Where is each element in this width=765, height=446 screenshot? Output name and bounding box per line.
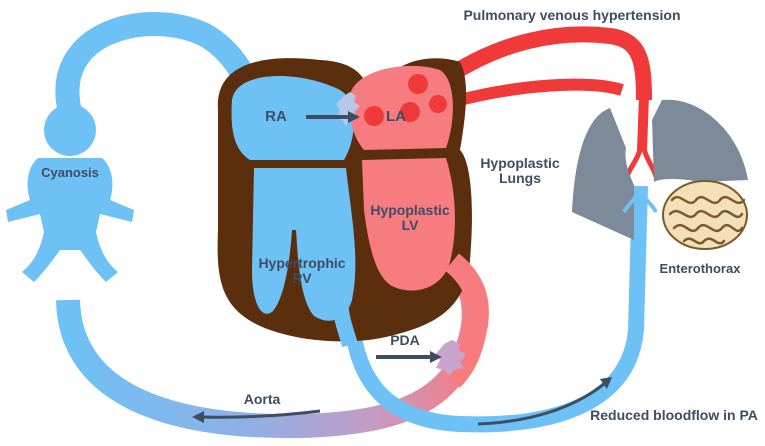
- enterothorax-intestines: [662, 180, 748, 250]
- label-reduced-bloodflow-pa: Reduced bloodflow in PA: [590, 407, 758, 423]
- left-lung: [572, 108, 634, 240]
- label-cyanosis: Cyanosis: [41, 165, 99, 180]
- rv-outflow: [332, 295, 358, 348]
- label-hypoplastic-lungs: Hypoplastic Lungs: [480, 155, 560, 186]
- infant-icon: [6, 104, 134, 282]
- label-pulmonary-venous-hypertension: Pulmonary venous hypertension: [463, 7, 681, 23]
- left-ventricle: [362, 158, 455, 291]
- pulmonary-artery-branch-right: [638, 189, 658, 213]
- pulmonary-artery-vessel: [342, 185, 648, 433]
- aorta-flow-arrow: [192, 409, 321, 423]
- heart: [217, 58, 472, 342]
- shunt-arrow-ra-la: [306, 111, 360, 123]
- label-hypertrophic-rv: Hypertrophic RV: [258, 255, 346, 286]
- right-atrium: [231, 76, 354, 160]
- pulmonary-vein-lower: [450, 78, 624, 108]
- label-pda: PDA: [390, 332, 420, 348]
- right-lung: [652, 99, 748, 182]
- lv-outflow: [444, 253, 489, 388]
- label-ra: RA: [265, 108, 287, 125]
- pda-patch: [436, 340, 466, 376]
- right-ventricle: [252, 168, 356, 321]
- label-enterothorax: Enterothorax: [659, 261, 741, 276]
- pda-arrow: [376, 351, 442, 363]
- label-la: LA: [386, 108, 406, 125]
- pa-flow-arrow: [477, 377, 612, 426]
- pulmonary-artery-branch-left: [622, 189, 640, 213]
- label-hypoplastic-lv: Hypoplastic LV: [370, 202, 450, 233]
- pulmonary-vein-upper: [435, 26, 652, 101]
- label-aorta: Aorta: [243, 391, 281, 407]
